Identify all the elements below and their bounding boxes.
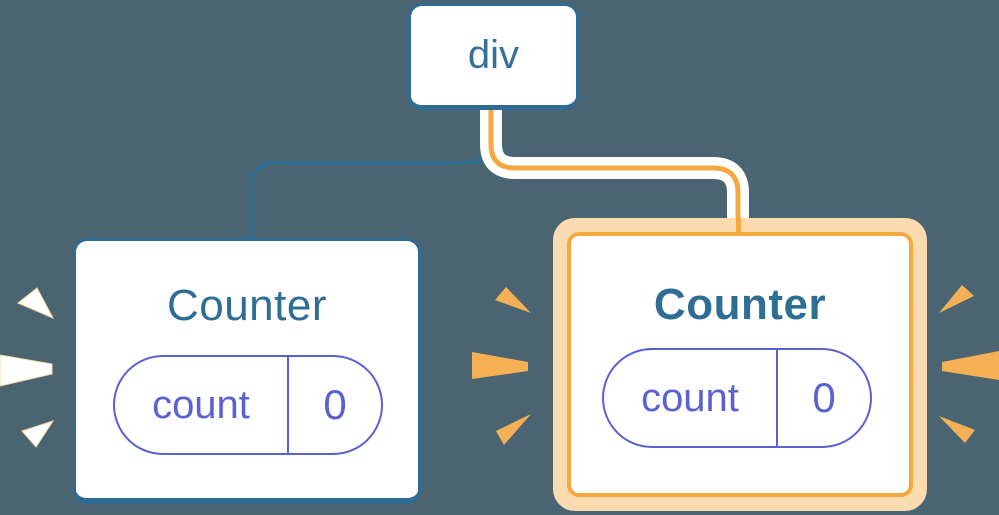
connector-orange-stub [736, 218, 741, 237]
spark-wedge-orange-left-top-icon [495, 287, 531, 313]
state-pill: count 0 [113, 355, 383, 455]
spark-wedge-orange-left-middle-icon [472, 352, 528, 379]
connector-blue-line [249, 101, 490, 242]
pill-key-label: count [641, 375, 739, 420]
spark-wedge-orange-right-middle-icon [942, 351, 999, 380]
pill-divider [776, 350, 778, 446]
spark-wedge-white-top-icon [17, 287, 55, 320]
counter-title: Counter [653, 280, 827, 329]
spark-wedge-white-bottom-icon [21, 420, 55, 448]
connector-orange-casing [480, 101, 749, 222]
root-node-label: div [467, 33, 520, 77]
pill-value: 0 [323, 381, 347, 428]
pill-value: 0 [812, 374, 836, 421]
counter-title: Counter [166, 281, 328, 330]
spark-wedge-orange-right-bottom-icon [939, 416, 975, 443]
root-node-div: div [408, 3, 579, 110]
connector-orange-line [488, 101, 741, 222]
counter-card-right-highlight-ring: Counter count 0 [553, 218, 927, 511]
pill-key-label: count [152, 382, 250, 427]
counter-card-right: Counter count 0 [567, 232, 913, 497]
spark-wedge-orange-right-top-icon [939, 285, 974, 313]
pill-divider [287, 357, 289, 453]
spark-wedge-orange-left-bottom-icon [496, 414, 531, 445]
state-pill: count 0 [602, 348, 872, 448]
spark-wedge-white-middle-icon [0, 354, 53, 387]
counter-card-left: Counter count 0 [73, 238, 421, 504]
